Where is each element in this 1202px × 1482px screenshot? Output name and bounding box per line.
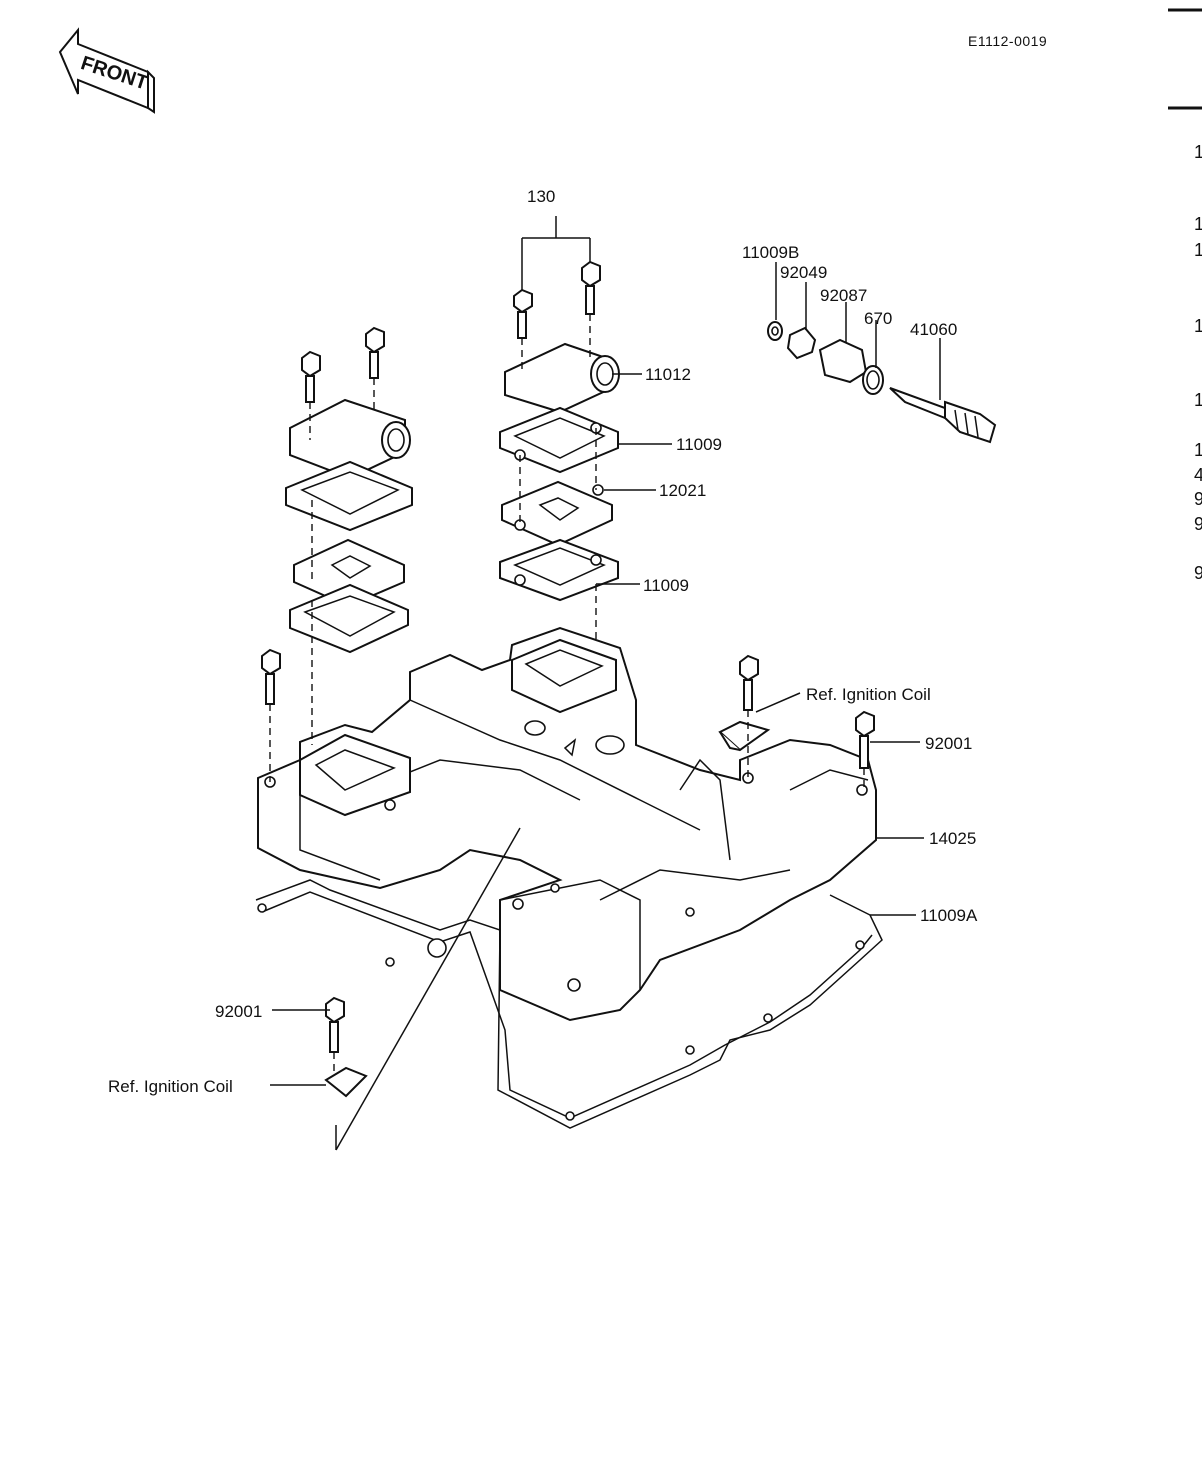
callout-ref-ignition-coil-lower: Ref. Ignition Coil [108,1077,233,1096]
reed-valve-left [293,538,405,608]
callout-11009-upper: 11009 [676,435,723,454]
alignment-lines [269,314,865,1072]
edge-fragment: 4 [1194,465,1202,485]
edge-fragment: 1 [1194,440,1202,460]
callout-92087: 92087 [820,286,868,305]
callout-14025: 14025 [929,829,977,848]
diagram-code: E1112-0019 [968,33,1048,49]
gasket-left-upper [285,460,413,532]
bolt-left-3 [261,648,281,705]
leader-lines [270,262,941,1151]
bolt-130-left [513,288,533,339]
callout-92049: 92049 [780,263,828,282]
callout-12021: 12021 [659,481,707,500]
callout-ref-ignition-coil-upper: Ref. Ignition Coil [806,685,931,704]
holder-left [289,398,411,480]
clamp-lower [324,1066,368,1098]
gasket-11009-upper [499,406,619,474]
bolt-92001-left [325,996,345,1053]
edge-fragment: 1 [1194,240,1202,260]
callout-11009B: 11009B [742,243,800,262]
bolt-upper-ignition [739,654,759,711]
cover-14025 [257,626,877,1022]
edge-fragment: 1 [1194,214,1202,234]
callout-670: 670 [864,309,893,328]
clamp-upper [718,720,771,752]
edge-fragment: 1 [1194,390,1202,410]
callout-41060: 41060 [910,320,958,339]
edge-fragment: 9 [1194,563,1202,583]
callout-92001-right: 92001 [925,734,973,753]
bolt-left-1 [301,350,321,403]
gasket-11009A [255,879,883,1129]
gasket-left-lower [289,583,409,654]
holder-11012 [504,342,620,414]
callout-11012: 11012 [645,365,692,384]
callout-130: 130 [527,187,556,206]
edge-fragment: 9 [1194,489,1202,509]
bracket-130 [521,216,591,290]
gasket-11009-lower [499,538,619,602]
edge-fragment: 1 [1194,316,1202,336]
callout-11009A: 11009A [920,906,978,925]
edge-fragment: 1 [1194,142,1202,162]
callout-11009-lower: 11009 [643,576,690,595]
front-arrow-icon: FRONT [58,27,155,114]
bolt-left-2 [365,326,385,379]
callout-92001-left: 92001 [215,1002,263,1021]
edge-fragment: 9 [1194,514,1202,534]
shaft-assembly [767,321,997,444]
bolt-130-right [581,260,601,315]
reed-valve-12021 [501,480,613,547]
